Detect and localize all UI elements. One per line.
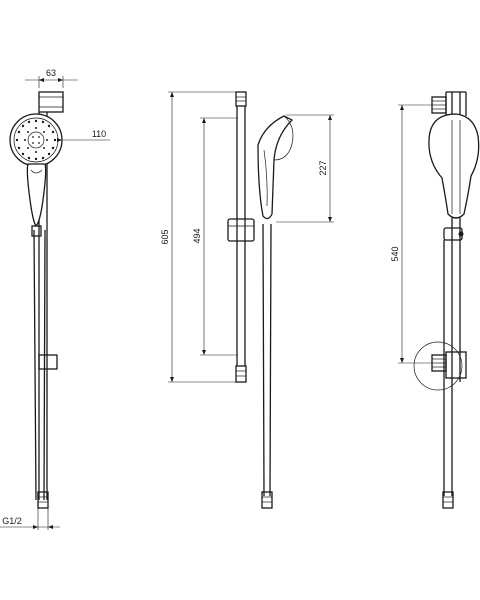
front-slider bbox=[38, 354, 58, 370]
rear-view: 540 bbox=[390, 91, 480, 509]
rear-handshower bbox=[428, 113, 480, 219]
dim-handshower-length: 227 bbox=[318, 160, 328, 175]
side-slider bbox=[227, 218, 255, 242]
bracket-detail-circle bbox=[413, 341, 463, 391]
side-bottom-cap bbox=[235, 365, 247, 383]
dim-thread: G1/2 bbox=[2, 516, 22, 526]
top-bracket bbox=[38, 91, 64, 113]
front-hose bbox=[33, 229, 37, 501]
side-hose bbox=[262, 223, 265, 497]
front-bottom-cap bbox=[37, 491, 49, 509]
dim-overall-height: 605 bbox=[160, 229, 170, 244]
dim-head-diameter: 110 bbox=[92, 129, 106, 139]
dim-head-width: 63 bbox=[46, 68, 56, 78]
rear-hose-end bbox=[442, 491, 454, 509]
side-hose-end bbox=[261, 491, 273, 509]
dim-bracket-spacing: 540 bbox=[390, 246, 400, 261]
side-view: 605 494 227 bbox=[160, 91, 334, 509]
front-view: 63 110 G1/2 bbox=[0, 68, 110, 530]
spray-nozzles bbox=[15, 119, 57, 161]
dim-rail-length: 494 bbox=[192, 228, 202, 243]
side-top-cap bbox=[235, 91, 247, 107]
side-handshower bbox=[257, 115, 294, 220]
